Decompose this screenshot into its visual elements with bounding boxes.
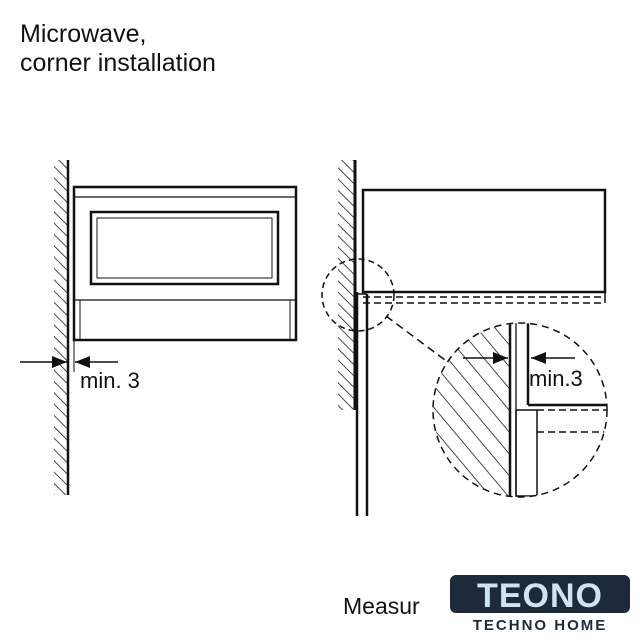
diagram-title: Microwave, corner installation: [20, 20, 216, 78]
detail-door-panel: [515, 409, 538, 497]
detail-magnified: min.3: [432, 322, 608, 498]
microwave-window-inner: [96, 217, 273, 279]
caption-text: Measur: [343, 593, 420, 619]
microwave-window: [89, 210, 280, 286]
detail-contents: [433, 323, 607, 497]
right-side-view: [321, 160, 607, 516]
detail-marker-circle: [321, 258, 395, 332]
detail-connector-line: [385, 315, 446, 361]
logo-badge-background: [450, 575, 630, 613]
teono-logo: TEONO TECHNO HOME: [450, 575, 630, 634]
microwave-outline: [72, 185, 298, 342]
title-line-1: Microwave,: [20, 20, 147, 48]
title-line-2: corner installation: [20, 49, 216, 77]
min-gap-label: min. 3: [80, 368, 140, 393]
logo-tagline-text: TECHNO HOME: [473, 617, 608, 634]
wall-hatch: [338, 160, 355, 410]
left-front-view: min. 3: [20, 160, 298, 495]
cabinet-outline: [361, 188, 607, 294]
detail-circle: [432, 322, 608, 498]
detail-min-gap-label: min.3: [529, 366, 583, 391]
logo-brand-text: TEONO: [477, 577, 603, 615]
detail-wall-hatch: [433, 323, 510, 497]
wall-hatch: [54, 160, 68, 495]
